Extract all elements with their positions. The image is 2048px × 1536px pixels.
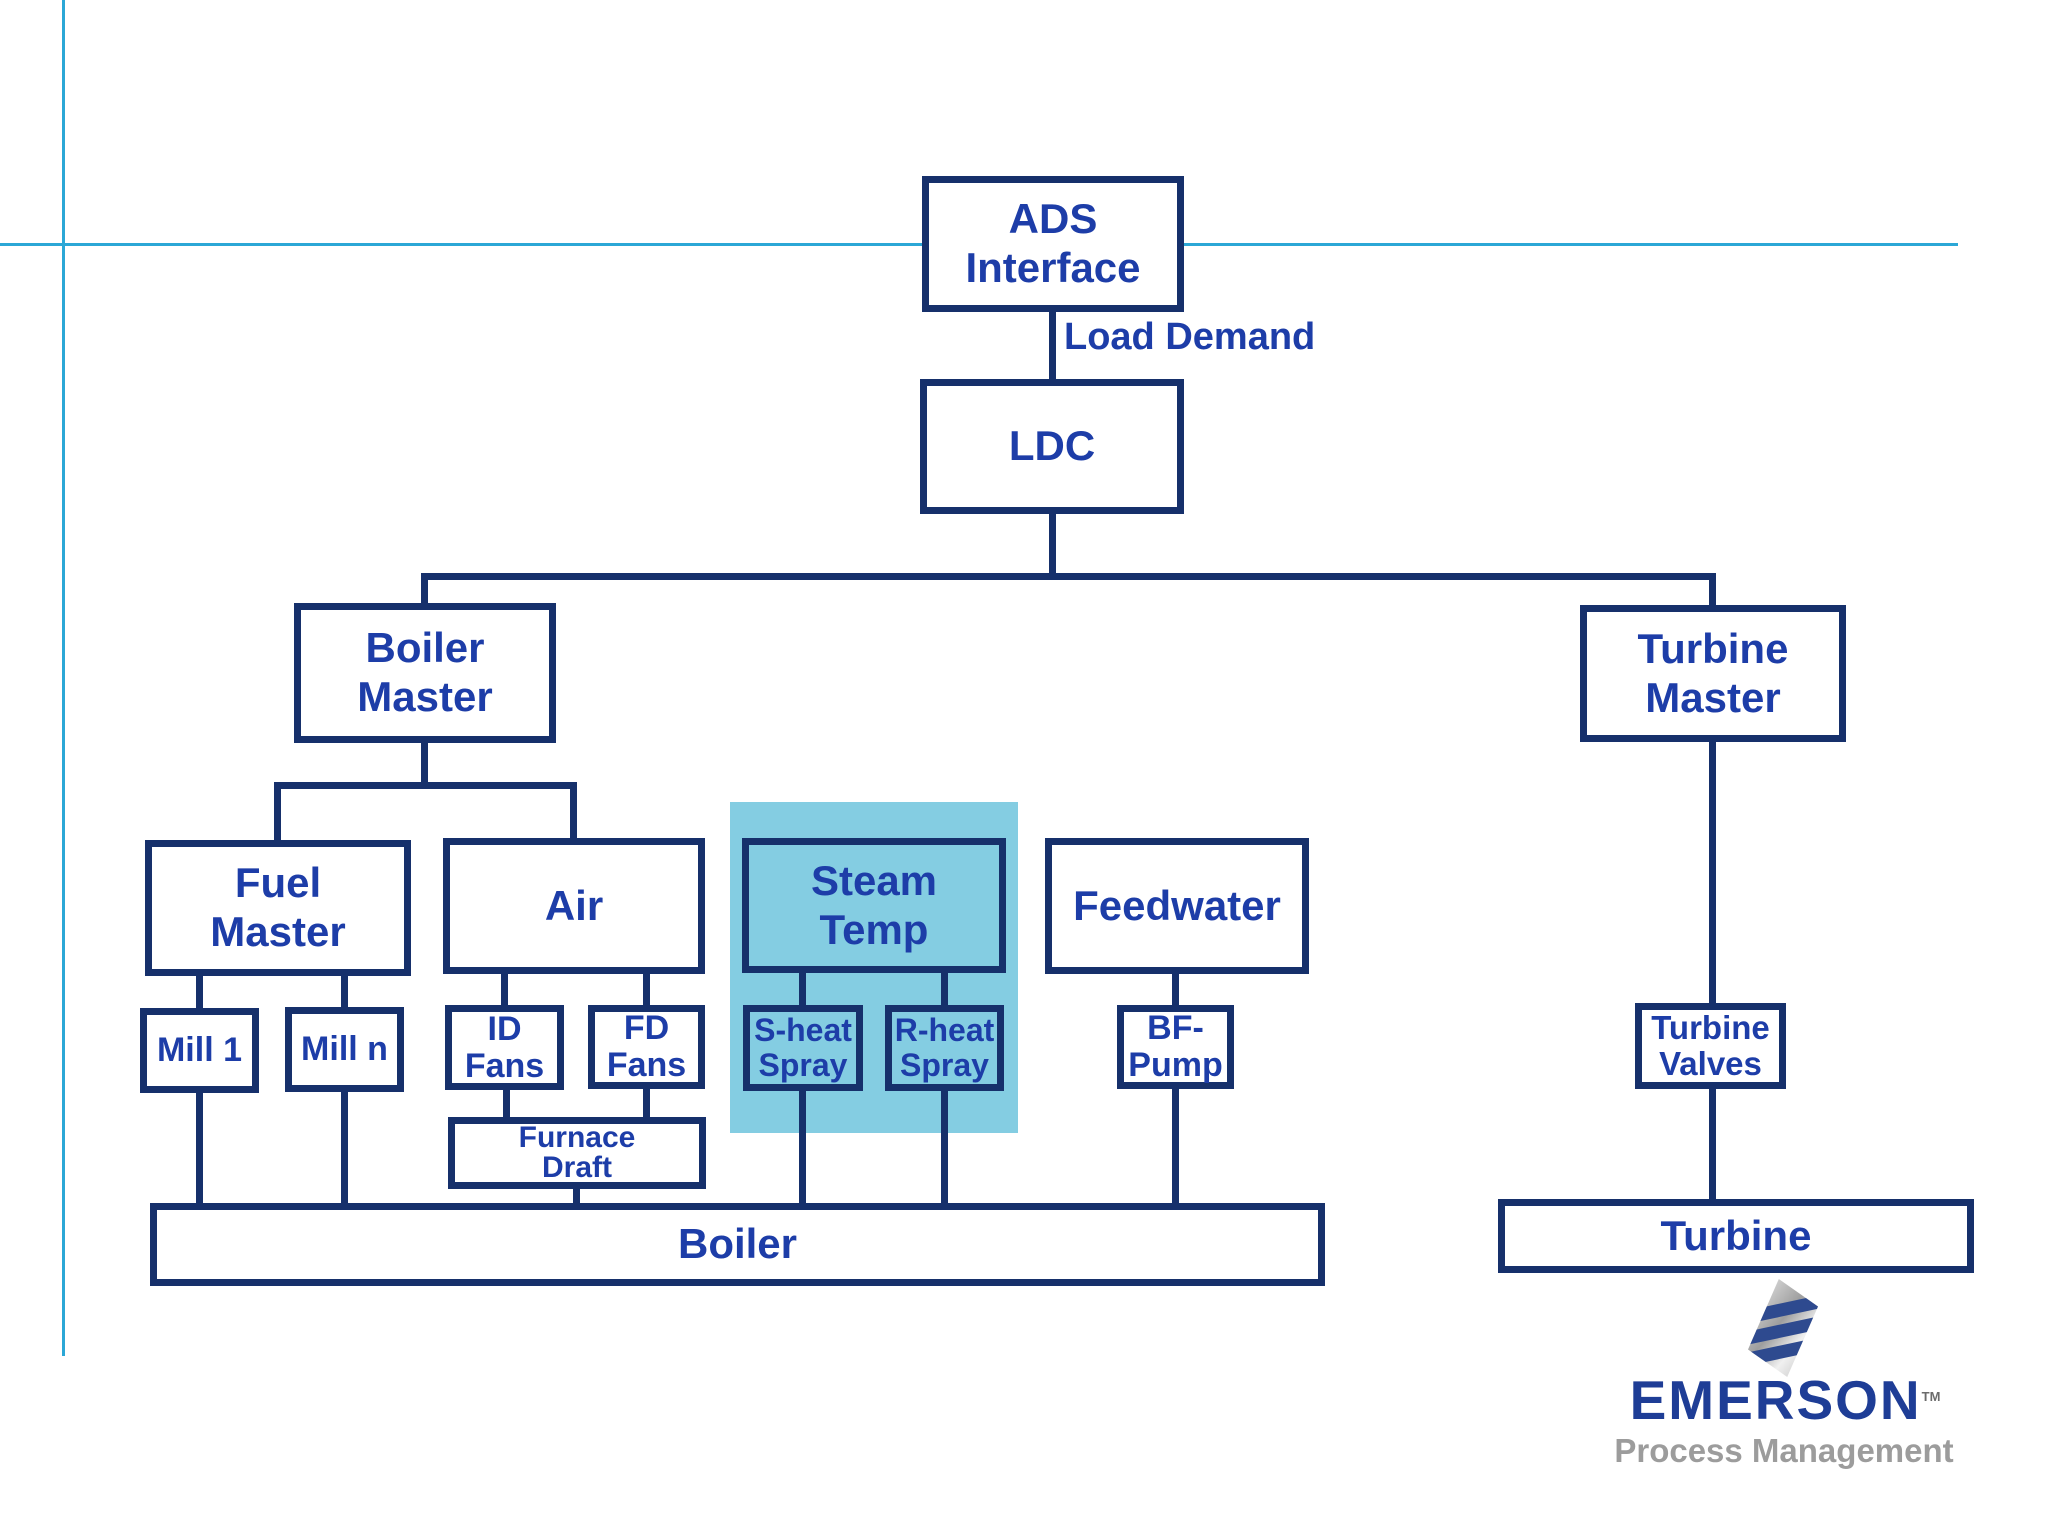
guide-vertical-line bbox=[62, 0, 65, 1356]
node-label-line2: Fans bbox=[464, 1046, 545, 1085]
connector-steam-sheat bbox=[799, 971, 806, 1007]
connector-boiler-master-subtrunk bbox=[421, 741, 428, 785]
node-label-line1: BF- bbox=[1147, 1009, 1204, 1048]
node-label-line1: Boiler bbox=[365, 624, 485, 672]
node-label-line1: Furnace bbox=[518, 1121, 636, 1154]
node-label-line1: Feedwater bbox=[1073, 881, 1281, 929]
node-label-line2: Fans bbox=[606, 1046, 687, 1084]
logo-stripe-icon bbox=[1748, 1294, 1818, 1325]
edge-label-load-demand: Load Demand bbox=[1064, 316, 1316, 358]
emerson-brand-word: EMERSON bbox=[1629, 1369, 1922, 1431]
connector-subtrunk bbox=[274, 782, 577, 789]
node-label-line2: Master bbox=[357, 673, 493, 720]
node-label-line1: Air bbox=[544, 881, 604, 929]
node-s-heat-spray: S-heat Spray bbox=[743, 1005, 863, 1091]
node-label-line2: Master bbox=[210, 908, 346, 955]
emerson-tagline: Process Management bbox=[1614, 1432, 1954, 1469]
connector-feedwater-bfpump bbox=[1172, 972, 1179, 1007]
connector-furnace-boiler bbox=[573, 1187, 580, 1205]
connector-subtrunk-fuel-master bbox=[274, 782, 281, 842]
node-label-line1: Turbine bbox=[1651, 1009, 1770, 1047]
node-fd-fans: FD Fans bbox=[588, 1005, 705, 1089]
connector-fdfans-furnace bbox=[643, 1087, 650, 1119]
node-label-line2: Temp bbox=[819, 905, 929, 953]
node-feedwater: Feedwater bbox=[1045, 838, 1309, 974]
connector-ldc-trunk bbox=[1049, 513, 1056, 575]
connector-trunk-boiler-master bbox=[421, 573, 428, 605]
connector-ads-ldc bbox=[1049, 311, 1056, 379]
connector-trunk-turbine-master bbox=[1709, 573, 1716, 607]
node-label-line1: Turbine bbox=[1660, 1211, 1812, 1259]
emerson-brand-text: EMERSONTM bbox=[1615, 1368, 1955, 1432]
node-label-line1: ID bbox=[487, 1009, 522, 1048]
connector-trunk bbox=[421, 573, 1716, 580]
connector-sheat-boiler bbox=[799, 1089, 806, 1205]
node-boiler: Boiler bbox=[150, 1203, 1325, 1286]
connector-rheat-boiler bbox=[941, 1089, 948, 1205]
node-r-heat-spray: R-heat Spray bbox=[885, 1005, 1004, 1091]
emerson-logo-icon bbox=[1748, 1279, 1818, 1377]
node-label-line1: R-heat bbox=[894, 1012, 995, 1049]
node-turbine-master: Turbine Master bbox=[1580, 605, 1846, 742]
node-steam-temp: Steam Temp bbox=[742, 838, 1006, 973]
node-ads-interface: ADS Interface bbox=[922, 176, 1184, 312]
node-label-line1: Steam bbox=[810, 856, 938, 904]
node-label-line2: Master bbox=[1645, 673, 1781, 721]
connector-subtrunk-air bbox=[570, 782, 577, 840]
node-label-line1: Mill 1 bbox=[156, 1031, 243, 1070]
connector-fuel-mill1 bbox=[196, 974, 203, 1010]
guide-horizontal-line-left bbox=[0, 243, 922, 246]
connector-air-fdfans bbox=[643, 972, 650, 1007]
node-label-line1: Fuel bbox=[234, 859, 322, 907]
node-fuel-master: Fuel Master bbox=[145, 840, 411, 976]
node-label-line2: Draft bbox=[541, 1151, 612, 1184]
node-id-fans: ID Fans bbox=[445, 1005, 564, 1090]
node-label-line1: FD bbox=[623, 1009, 670, 1048]
connector-turbinemaster-valves bbox=[1709, 740, 1716, 1005]
emerson-trademark: TM bbox=[1921, 1389, 1941, 1404]
node-label-line1: S-heat bbox=[754, 1012, 852, 1049]
connector-steam-rheat bbox=[941, 971, 948, 1007]
connector-idfans-furnace bbox=[503, 1088, 510, 1119]
guide-horizontal-line-right bbox=[1184, 243, 1958, 246]
node-label-line1: Turbine bbox=[1637, 624, 1789, 672]
node-furnace-draft: Furnace Draft bbox=[448, 1117, 706, 1189]
node-label-line2: Pump bbox=[1128, 1046, 1223, 1084]
node-turbine-valves: Turbine Valves bbox=[1635, 1003, 1786, 1089]
connector-fuel-milln bbox=[341, 974, 348, 1009]
node-label-line1: LDC bbox=[1008, 422, 1096, 470]
node-label-line2: Interface bbox=[965, 244, 1141, 291]
node-label-line1: ADS bbox=[1008, 195, 1098, 243]
node-boiler-master: Boiler Master bbox=[294, 603, 556, 743]
node-air: Air bbox=[443, 838, 705, 974]
connector-air-idfans bbox=[501, 972, 508, 1007]
connector-bfpump-boiler bbox=[1172, 1087, 1179, 1205]
node-mill-n: Mill n bbox=[285, 1007, 404, 1092]
node-label-line2: Spray bbox=[900, 1047, 989, 1083]
connector-mill1-boiler bbox=[196, 1091, 203, 1205]
node-mill-1: Mill 1 bbox=[140, 1008, 259, 1093]
node-label-line1: Mill n bbox=[301, 1030, 388, 1069]
connector-milln-boiler bbox=[341, 1090, 348, 1205]
node-turbine: Turbine bbox=[1498, 1199, 1974, 1273]
node-label-line2: Valves bbox=[1659, 1045, 1762, 1082]
connector-valves-turbine bbox=[1709, 1086, 1716, 1201]
node-ldc: LDC bbox=[920, 379, 1184, 514]
node-label-line1: Boiler bbox=[677, 1220, 798, 1268]
logo-stripe-icon bbox=[1748, 1315, 1818, 1346]
node-bf-pump: BF- Pump bbox=[1117, 1005, 1234, 1089]
node-label-line2: Spray bbox=[758, 1047, 848, 1083]
